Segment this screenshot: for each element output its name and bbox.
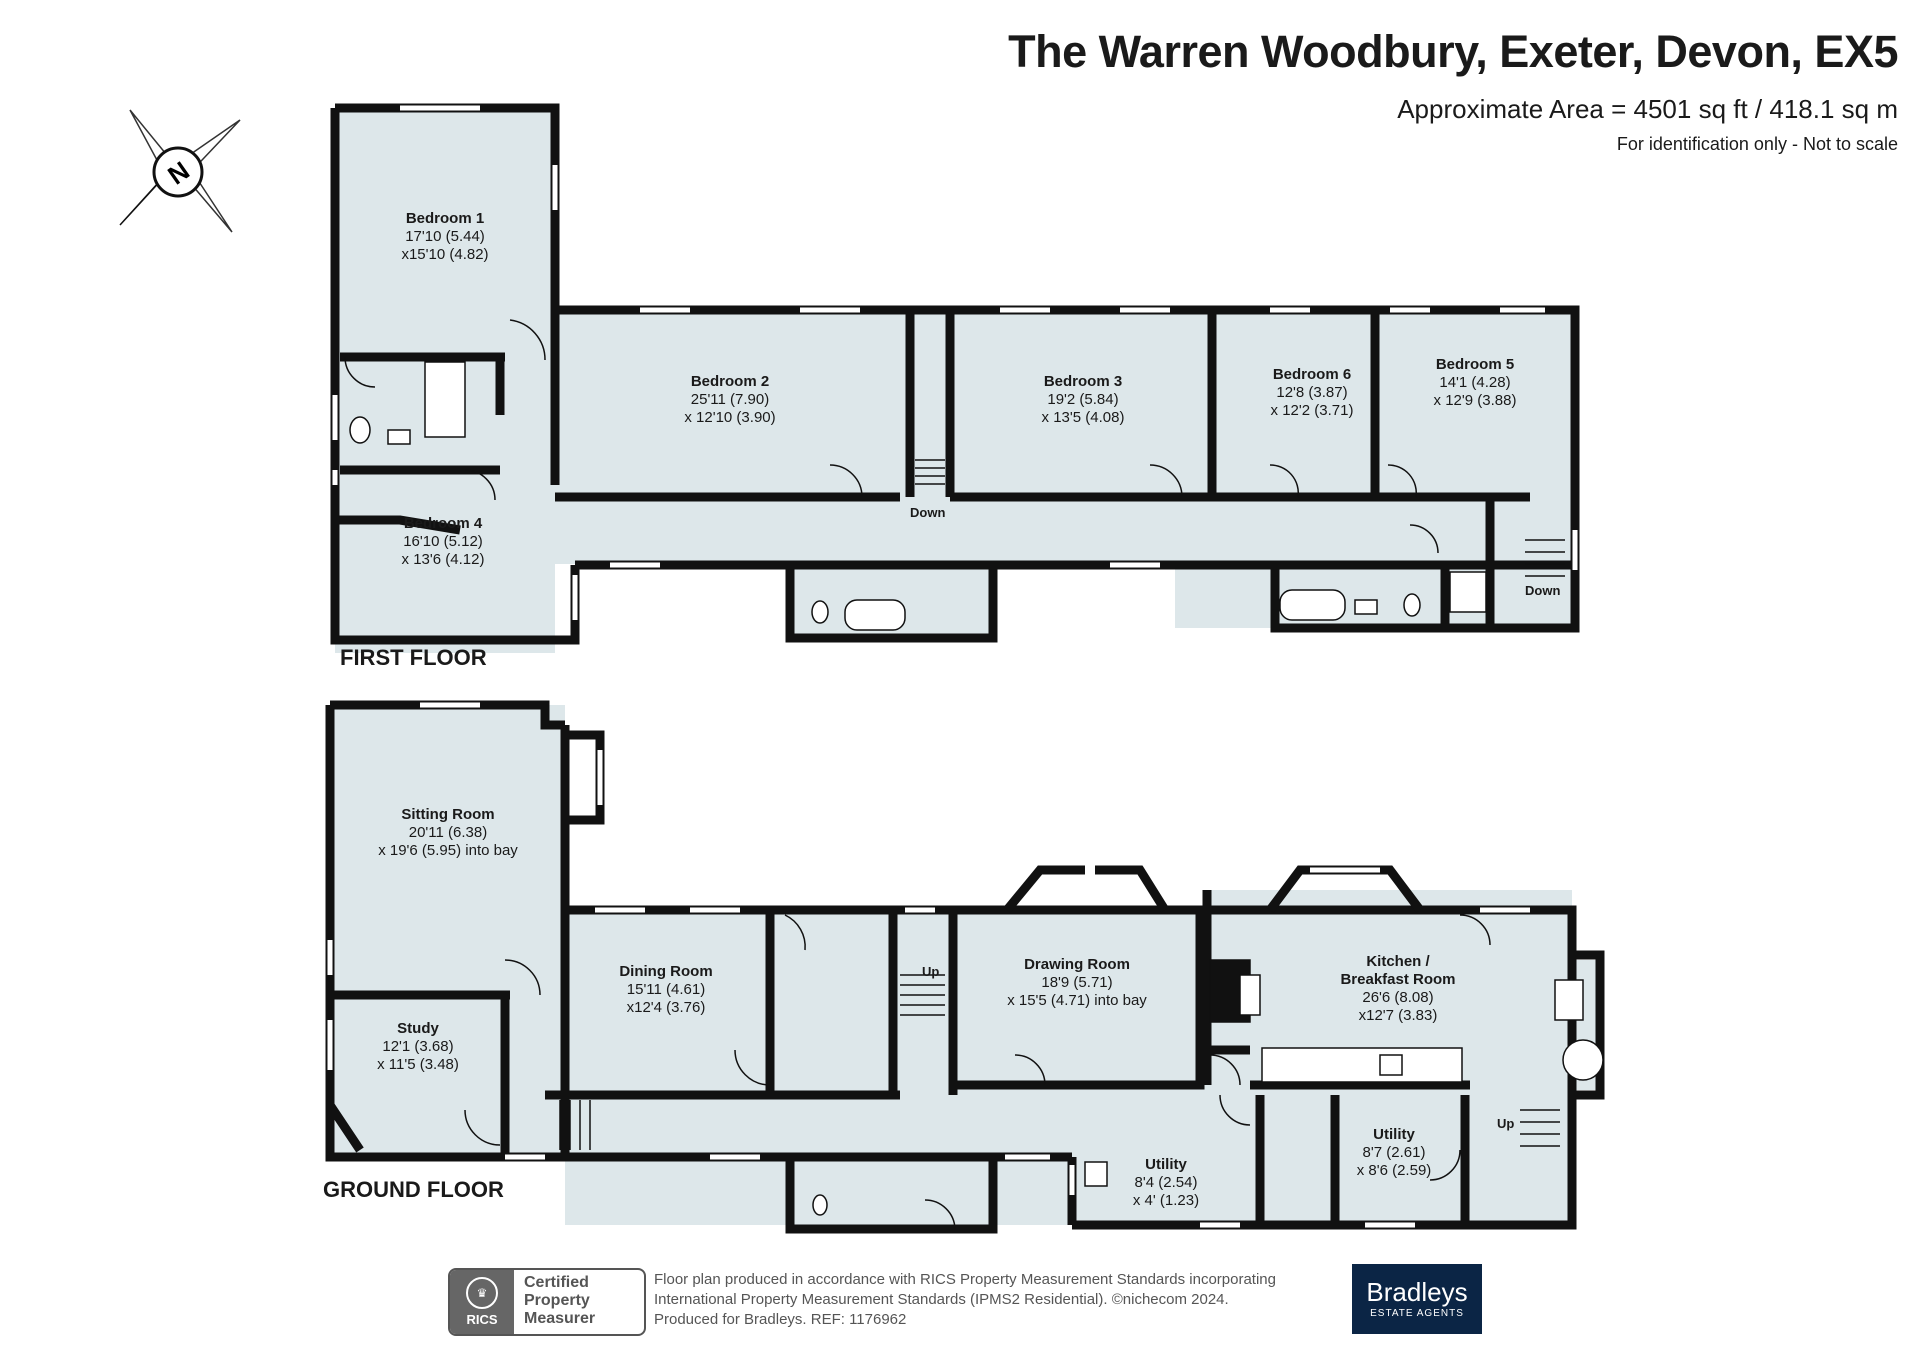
footer-line-2: International Property Measurement Stand… [654,1291,1229,1308]
footer-line-3: Produced for Bradleys. REF: 1176962 [654,1311,907,1328]
first-floor-plan [330,103,1580,653]
footer-line-1: Floor plan produced in accordance with R… [654,1271,1276,1288]
badge-line-1: Certified [524,1274,589,1291]
identification-note: For identification only - Not to scale [1616,134,1898,154]
rics-lion-icon: ♛ [466,1277,498,1309]
agent-logo: Bradleys ESTATE AGENTS [1352,1264,1482,1334]
agent-name: Bradleys [1366,1277,1468,1307]
property-title: The Warren Woodbury, Exeter, Devon, EX5 [1008,26,1898,77]
north-compass-icon: N [119,109,241,233]
rics-certified-badge: ♛ RICS Certified Property Measurer [448,1268,646,1336]
rics-word: RICS [466,1312,498,1327]
approximate-area: Approximate Area = 4501 sq ft / 418.1 sq… [1397,94,1898,124]
stairs-up-label-2: Up [1497,1116,1515,1131]
agent-subtitle: ESTATE AGENTS [1370,1308,1464,1319]
ground-floor-plan [325,700,1605,1234]
badge-line-2: Property [524,1292,590,1309]
badge-line-3: Measurer [524,1310,596,1327]
ground-floor-label: GROUND FLOOR [323,1177,504,1202]
stairs-down-label-1: Down [910,505,946,520]
stairs-up-label-1: Up [922,964,940,979]
first-floor-label: FIRST FLOOR [340,645,487,670]
stairs-down-label-2: Down [1525,583,1561,598]
footer-disclaimer: Floor plan produced in accordance with R… [654,1270,1276,1330]
